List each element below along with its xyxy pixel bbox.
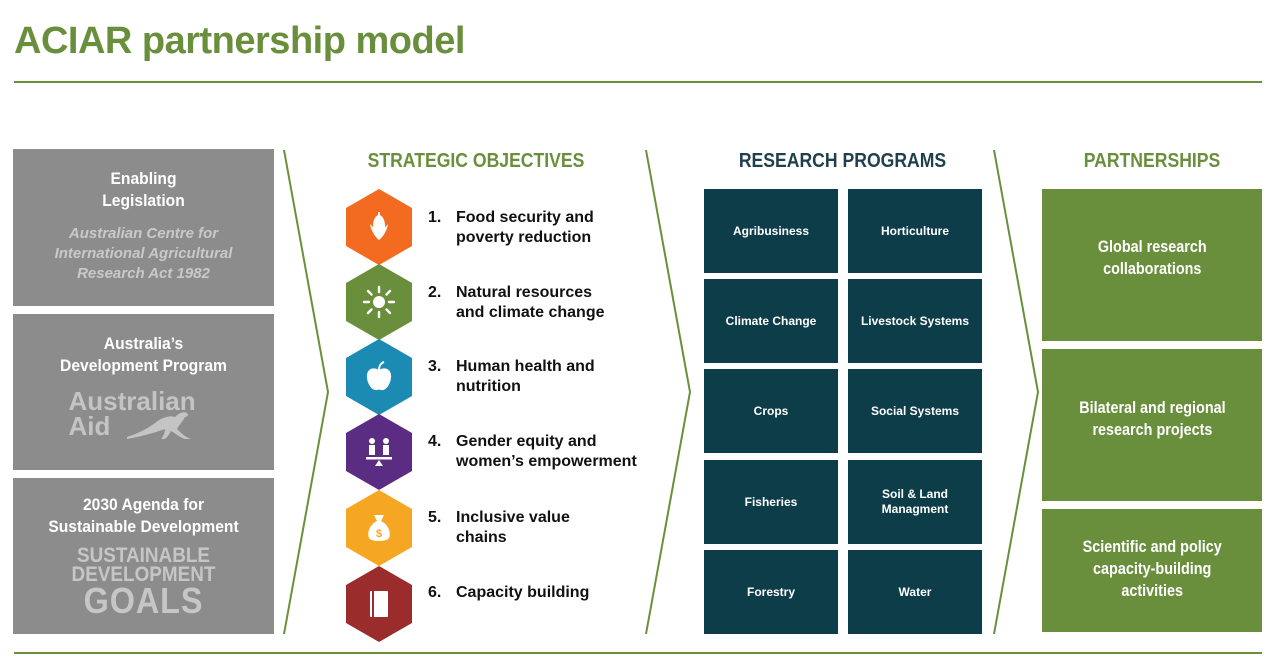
development-program-box: Australia’s Development Program Australi… [13,314,274,470]
research-program-crops: Crops [704,369,838,453]
research-program-climate-change: Climate Change [704,279,838,363]
bottom-divider [14,652,1262,654]
australian-aid-logo: Australian Aid [68,386,196,441]
objective-4: 4.Gender equity and women’s empowerment [428,433,637,470]
objective-1-hexagon [346,189,412,265]
money-bag-icon: $ [368,515,390,541]
top-divider [14,81,1262,83]
kangaroo-icon [126,412,191,439]
chevron-divider-1 [283,149,330,635]
research-program-fisheries: Fisheries [704,460,838,544]
sun-icon [362,285,396,319]
enabling-act-name: Australian Centre for International Agri… [54,225,233,282]
research-program-livestock-systems: Livestock Systems [848,279,982,363]
research-program-agribusiness: Agribusiness [704,189,838,273]
objective-2-hexagon [346,264,412,340]
apple-icon [366,361,392,391]
research-programs-header: RESEARCH PROGRAMS [738,150,947,172]
research-program-water: Water [848,550,982,634]
objective-5-hexagon: $ [346,490,412,566]
objective-6: 6.Capacity building [428,584,590,601]
partnerships-header: PARTNERSHIPS [1083,150,1221,172]
balance-people-icon [366,438,392,466]
svg-text:$: $ [376,528,382,540]
agenda-2030-title: 2030 Agenda for Sustainable Development [48,495,239,536]
book-icon [370,591,388,617]
corn-icon [370,212,388,240]
research-program-horticulture: Horticulture [848,189,982,273]
objective-2: 2.Natural resources and climate change [428,284,605,321]
objective-3-hexagon [346,339,412,415]
strategic-objectives-header: STRATEGIC OBJECTIVES [367,150,585,172]
objective-1: 1.Food security and poverty reduction [428,209,594,246]
objective-3: 3.Human health and nutrition [428,358,595,395]
objective-4-hexagon [346,414,412,490]
objective-5: 5.Inclusive value chains [428,509,570,546]
chevron-divider-3 [993,149,1040,635]
sdg-logo: SUSTAINABLE DEVELOPMENT GOALS [71,544,216,621]
research-program-forestry: Forestry [704,550,838,634]
enabling-title: Enabling Legislation [102,169,185,210]
enabling-legislation-box: Enabling Legislation Australian Centre f… [13,149,274,306]
development-program-title: Australia’s Development Program [60,334,227,375]
agenda-2030-box: 2030 Agenda for Sustainable Development … [13,478,274,634]
page-title: ACIAR partnership model [14,20,465,62]
objective-6-hexagon [346,566,412,642]
research-program-social-systems: Social Systems [848,369,982,453]
chevron-divider-2 [645,149,692,635]
